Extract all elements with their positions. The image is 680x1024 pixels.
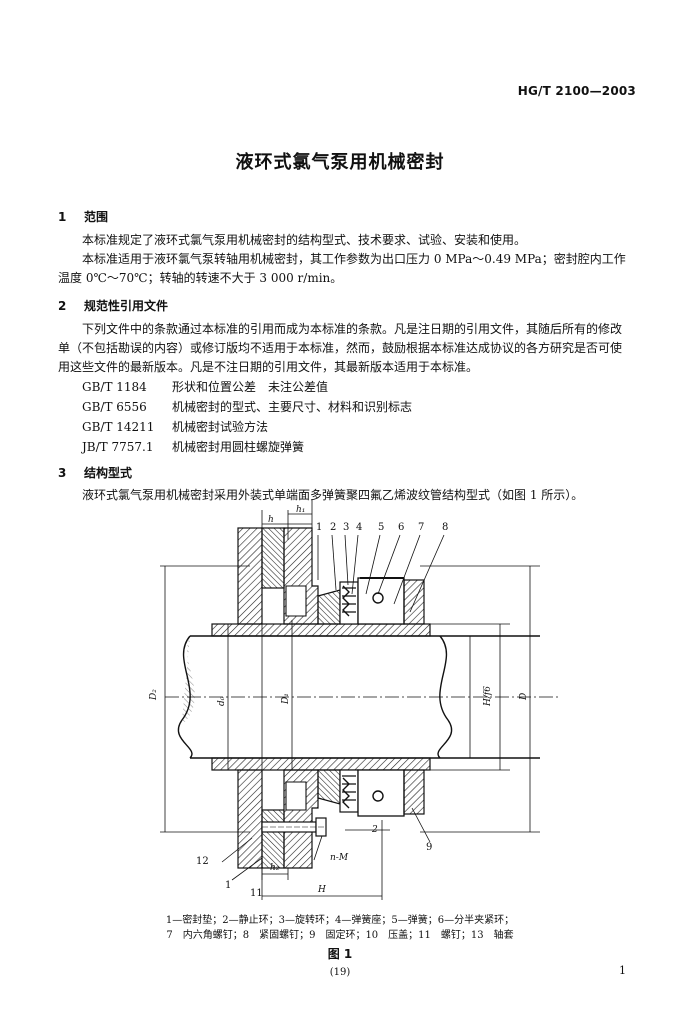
callout-numbers: 1 2 3 4 5 6 7 8 9 12 1 11 [196,522,448,899]
reference-item: JB/T 7757.1 机械密封用圆柱螺旋弹簧 [82,438,304,455]
dim-d1: D₁ [281,693,291,705]
section-heading-1: 1 范围 [58,208,108,225]
paragraph: 液环式氯气泵用机械密封采用外装式单端面多弹簧聚四氟乙烯波纹管结构型式（如图 1 … [82,488,584,502]
figure-label: 图 1 [327,947,353,961]
dim-h2: h₂ [270,863,280,873]
section-number: 2 [58,299,67,313]
document-title: 液环式氯气泵用机械密封 [235,152,445,173]
callout-2: 2 [330,522,336,533]
dim-d-fit: H/f6 [483,686,493,707]
callout-8: 8 [442,522,448,533]
callout-5: 5 [378,522,384,533]
dim-h: h [268,515,274,525]
callout-3: 3 [343,522,349,533]
dim-h1: h₁ [296,505,305,515]
section-title: 范围 [84,210,109,224]
reference-code: GB/T 14211 [82,420,155,434]
reference-name: 形状和位置公差 未注公差值 [172,380,329,394]
reference-code: GB/T 6556 [82,400,147,414]
callout-9: 9 [426,842,432,853]
page-sequence: (19) [329,967,351,978]
dim-d0: d₀ [217,696,227,706]
dim-H: H [317,885,326,895]
callout-1-bottom: 1 [225,880,231,891]
reference-code: JB/T 7757.1 [82,440,154,454]
dimension-labels: h₁ h D₂ d₀ D₁ H/f6 D n-M h₂ H 2 [149,505,529,895]
section-heading-3: 3 结构型式 [58,464,132,481]
paragraph: 本标准规定了液环式氯气泵用机械密封的结构型式、技术要求、试验、安装和使用。 [82,233,527,247]
section-number: 3 [58,466,67,480]
paragraph: 本标准适用于液环氯气泵转轴用机械密封，其工作参数为出口压力 0 MPa～0.49… [58,252,626,285]
callout-4: 4 [356,522,362,533]
gland-and-stationary-ring [283,527,319,869]
figure-caption-line-2: 7 内六角螺钉；8 紧固螺钉；9 固定环；10 压盖；11 螺钉；13 轴套 [166,930,514,941]
page-number: 1 [619,964,626,977]
reference-item: GB/T 6556 机械密封的型式、主要尺寸、材料和识别标志 [82,398,412,415]
dim-d2: D₂ [149,689,159,701]
rotating-seal-assembly-top [317,577,425,625]
pump-housing [237,527,285,869]
reference-item: GB/T 1184 形状和位置公差 未注公差值 [82,378,328,395]
dimension-lines [160,500,540,900]
rotating-seal-assembly-bottom [317,769,425,817]
dim-n-M: n-M [330,853,349,863]
section-number: 1 [58,210,67,224]
callout-6: 6 [398,522,404,533]
figure-caption-line-1: 1—密封垫；2—静止环；3—旋转环；4—弹簧座；5—弹簧；6—分半夹紧环； [165,915,515,926]
section-title: 结构型式 [84,466,133,480]
paragraph: 下列文件中的条款通过本标准的引用而成为本标准的条款。凡是注日期的引用文件，其随后… [58,322,623,374]
section-title: 规范性引用文件 [84,299,169,313]
shaft-sleeve [211,623,431,771]
callout-11: 11 [250,888,263,899]
reference-name: 机械密封试验方法 [172,420,269,434]
standard-number: HG/T 2100—2003 [517,84,636,98]
section-heading-2: 2 规范性引用文件 [58,297,168,314]
dim-D: D [519,693,529,701]
callout-1: 1 [316,522,322,533]
dim-2: 2 [371,825,378,835]
callout-12: 12 [196,856,209,867]
reference-item: GB/T 14211 机械密封试验方法 [82,418,268,435]
callout-7: 7 [418,522,424,533]
reference-name: 机械密封用圆柱螺旋弹簧 [172,440,305,454]
reference-code: GB/T 1184 [82,380,147,394]
reference-name: 机械密封的型式、主要尺寸、材料和识别标志 [172,400,413,414]
